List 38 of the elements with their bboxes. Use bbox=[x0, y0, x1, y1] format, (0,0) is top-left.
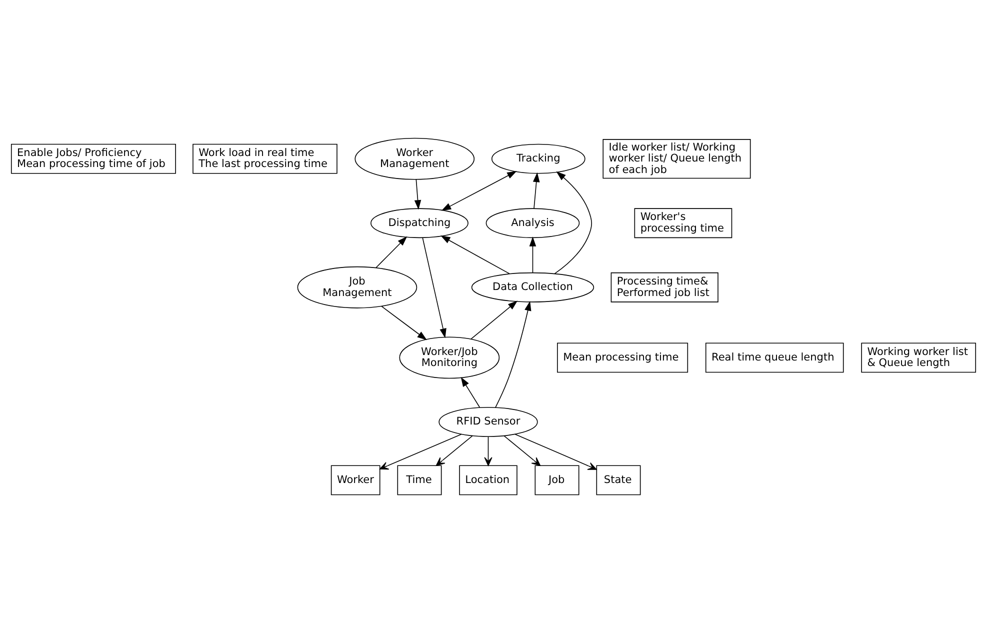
arrow bbox=[495, 300, 532, 408]
node-box: Worker bbox=[330, 464, 380, 495]
node-ellipse: Worker Management bbox=[354, 137, 475, 180]
arrow bbox=[504, 435, 541, 466]
node-ellipse: RFID Sensor bbox=[438, 406, 538, 436]
arrow bbox=[440, 235, 510, 274]
node-ellipse: Data Collection bbox=[471, 272, 594, 302]
arrow bbox=[441, 170, 517, 210]
node-box: Mean processing time bbox=[557, 342, 688, 372]
node-box: Enable Jobs/ Proficiency Mean processing time of job bbox=[10, 143, 176, 174]
arrow bbox=[381, 305, 427, 340]
arrow bbox=[532, 172, 540, 208]
node-box: Time bbox=[397, 464, 442, 495]
node-ellipse: Worker/Job Monitoring bbox=[399, 336, 500, 378]
node-box: State bbox=[596, 464, 641, 495]
arrow bbox=[484, 436, 492, 466]
arrow bbox=[529, 236, 536, 273]
arrow bbox=[422, 236, 446, 338]
node-box: Work load in real time The last processing time bbox=[192, 143, 338, 174]
arrow bbox=[460, 376, 480, 408]
node-ellipse: Dispatching bbox=[370, 208, 468, 238]
node-ellipse: Analysis bbox=[486, 208, 580, 238]
node-box: Working worker list & Queue length bbox=[861, 342, 976, 372]
node-box: Real time queue length bbox=[705, 342, 844, 372]
arrow bbox=[380, 433, 462, 470]
node-ellipse: Job Management bbox=[297, 266, 418, 308]
node-box: Job bbox=[534, 464, 580, 495]
node-box: Location bbox=[459, 464, 518, 495]
node-box: Processing time& Performed job list bbox=[610, 272, 718, 302]
arrow bbox=[470, 300, 518, 339]
arrow bbox=[514, 433, 597, 470]
node-box: Idle worker list/ Working worker list/ Queue length of each job bbox=[602, 138, 751, 178]
arrow bbox=[436, 435, 473, 466]
arrow bbox=[414, 178, 422, 210]
arrow bbox=[376, 236, 408, 268]
node-box: Worker's processing time bbox=[634, 208, 732, 238]
node-ellipse: Tracking bbox=[491, 143, 586, 174]
arrow bbox=[554, 170, 592, 274]
